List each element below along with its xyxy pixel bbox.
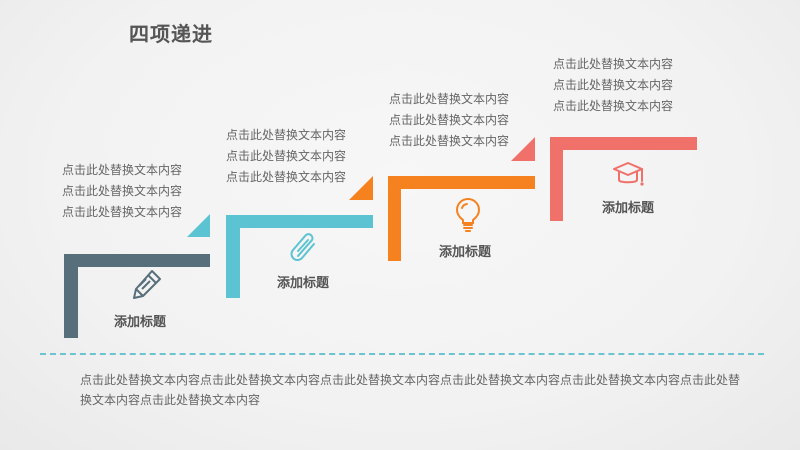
step-1-label: 添加标题 xyxy=(113,315,166,330)
desc-line: 点击此处替换文本内容 xyxy=(226,170,347,184)
step-3-label: 添加标题 xyxy=(438,245,491,260)
step-2-corner-triangle xyxy=(187,214,210,237)
step-3-bar-horizontal xyxy=(388,176,535,189)
desc-line: 点击此处替换文本内容 xyxy=(62,184,183,198)
step-4-corner-triangle xyxy=(511,137,535,161)
desc-line: 点击此处替换文本内容 xyxy=(226,149,347,163)
step-1-bar-horizontal xyxy=(64,254,210,267)
step-3-corner-triangle xyxy=(349,176,373,200)
step-4-bar-horizontal xyxy=(550,137,697,150)
desc-line: 点击此处替换文本内容 xyxy=(389,134,510,148)
dashed-divider xyxy=(40,353,764,355)
desc-line: 点击此处替换文本内容 xyxy=(553,78,674,92)
step-4-description: 点击此处替换文本内容 点击此处替换文本内容 点击此处替换文本内容 xyxy=(553,54,673,117)
paperclip-icon xyxy=(290,233,315,261)
step-3-description: 点击此处替换文本内容 点击此处替换文本内容 点击此处替换文本内容 xyxy=(389,89,509,152)
desc-line: 点击此处替换文本内容 xyxy=(389,92,510,106)
desc-line: 点击此处替换文本内容 xyxy=(62,205,183,219)
step-1-description: 点击此处替换文本内容 点击此处替换文本内容 点击此处替换文本内容 xyxy=(62,160,182,223)
graduation-cap-icon xyxy=(613,162,644,186)
desc-line: 点击此处替换文本内容 xyxy=(62,163,183,177)
step-1-bar-vertical xyxy=(64,254,78,338)
step-2-bar-horizontal xyxy=(226,215,373,228)
footer-text: 点击此处替换文本内容点击此处替换文本内容点击此处替换文本内容点击此处替换文本内容… xyxy=(80,373,741,407)
step-4-bar-vertical xyxy=(550,137,563,221)
step-2-bar-vertical xyxy=(226,215,240,298)
step-2-description: 点击此处替换文本内容 点击此处替换文本内容 点击此处替换文本内容 xyxy=(226,125,346,188)
step-3-bar-vertical xyxy=(388,176,401,261)
desc-line: 点击此处替换文本内容 xyxy=(226,128,347,142)
slide-title: 四项递进 xyxy=(129,22,213,46)
desc-line: 点击此处替换文本内容 xyxy=(553,57,674,71)
pencil-icon xyxy=(133,270,161,299)
step-4-label: 添加标题 xyxy=(601,201,654,216)
step-2-label: 添加标题 xyxy=(276,276,329,291)
desc-line: 点击此处替换文本内容 xyxy=(553,99,674,113)
desc-line: 点击此处替换文本内容 xyxy=(389,113,510,127)
lightbulb-icon xyxy=(455,198,481,232)
